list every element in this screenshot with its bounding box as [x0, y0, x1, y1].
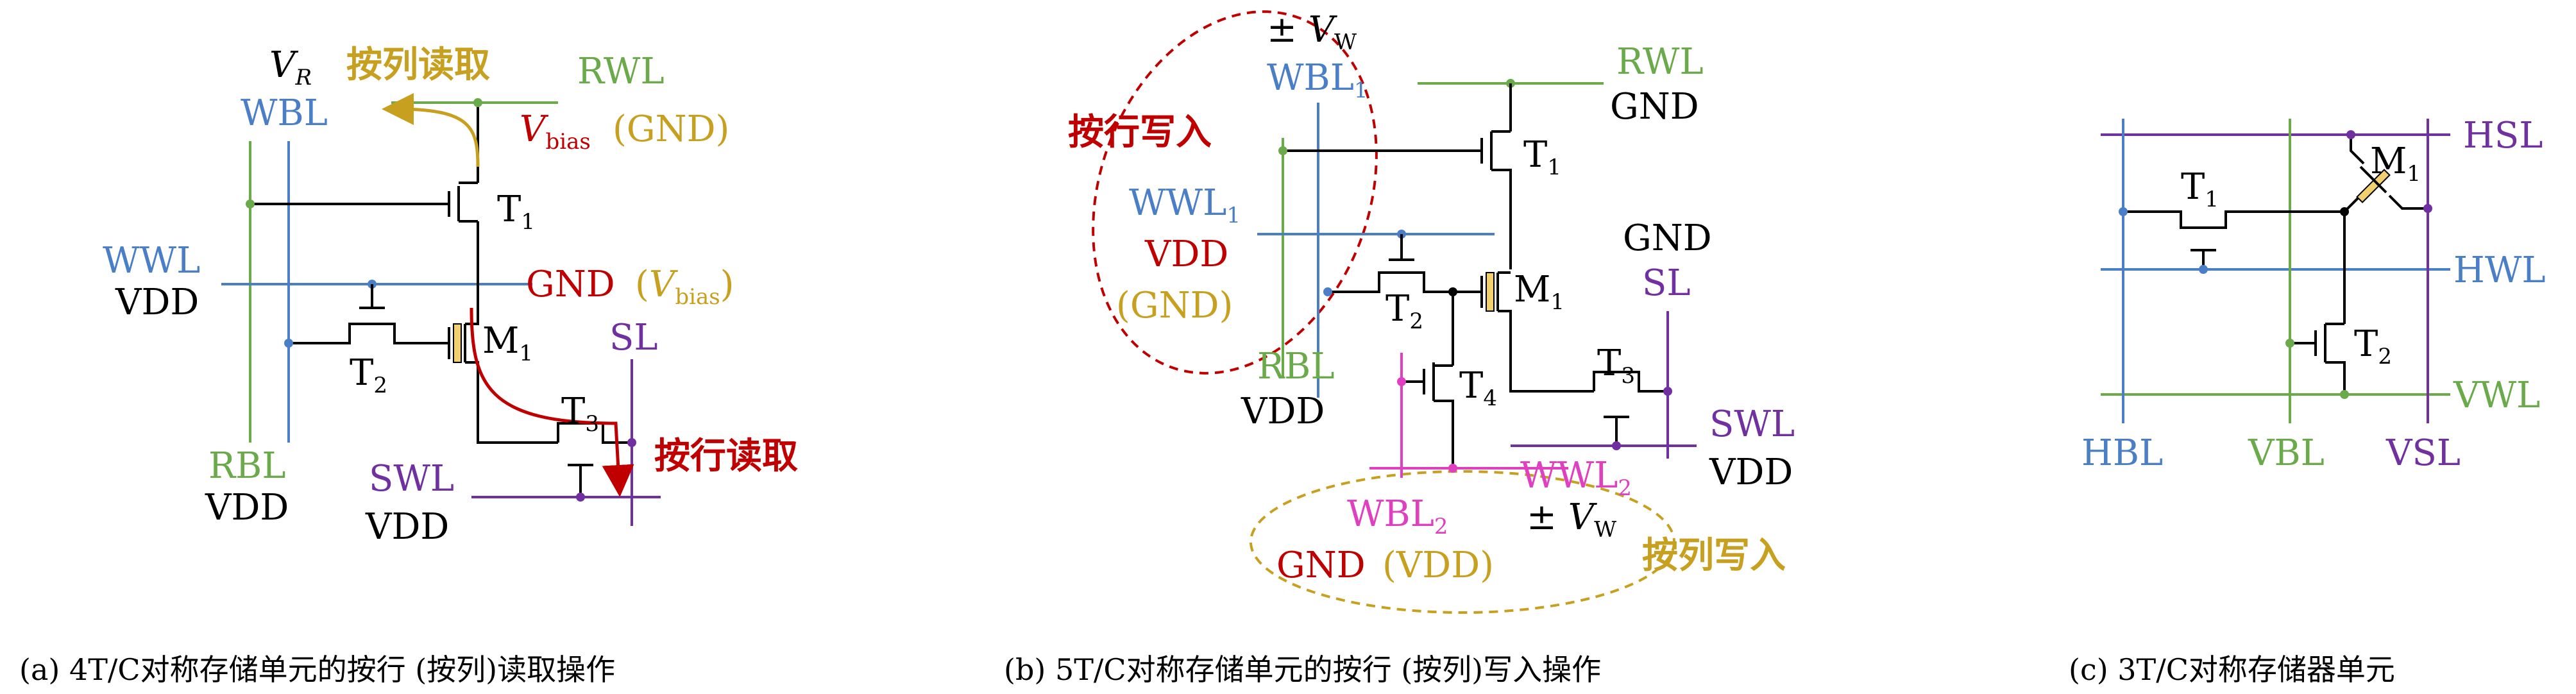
- rwl-node: [473, 98, 482, 107]
- wwl2-node: [1448, 464, 1457, 473]
- col-read-label: 按列读取: [346, 44, 490, 86]
- hwl-node: [2199, 265, 2208, 274]
- wbl1-label: WBL1: [1267, 57, 1368, 103]
- t2-channel-b: [1328, 271, 1482, 293]
- vbl-label: VBL: [2248, 432, 2325, 474]
- vbias-gnd-label: (GND): [613, 108, 729, 150]
- panel-b-circuit: [1092, 10, 1697, 614]
- row-read-label: 按行读取: [654, 436, 798, 477]
- t1-terminals-b: [1491, 130, 1512, 269]
- row-write-ellipse: [1092, 10, 1378, 375]
- panel-a-circuit: [221, 93, 661, 526]
- sl-label: SL: [609, 317, 658, 359]
- sl-node: [627, 438, 636, 447]
- pm-vw-label: ± VW: [1267, 9, 1357, 55]
- wwl-vdd-label: VDD: [115, 282, 199, 323]
- wbl2-label: WBL2: [1347, 493, 1448, 539]
- sl-label-b: SL: [1642, 262, 1691, 304]
- panel-c-labels: T1 M1 T2 HSL HWL VWL HBL VBL VSL: [2081, 115, 2546, 474]
- m1-terminals: [465, 321, 558, 444]
- swl-label-b: SWL: [1709, 403, 1795, 445]
- t2-terminals-c: [2325, 323, 2346, 394]
- vwl-node: [2340, 390, 2349, 399]
- wwl1-gnd-label: (GND): [1116, 285, 1233, 326]
- rbl-label: RBL: [208, 445, 286, 487]
- wwl2-label: WWL2: [1520, 455, 1632, 501]
- vbl-node: [2285, 339, 2294, 348]
- swl-label: SWL: [369, 458, 454, 500]
- t2-label: T2: [350, 352, 387, 398]
- wbl2-vdd-label: (VDD): [1382, 545, 1494, 586]
- sl-node-b: [1663, 387, 1672, 396]
- wbl1-node: [1323, 287, 1332, 296]
- panel-b-labels: ± VW WBL1 按行写入 WWL1 VDD (GND) RWL GND T1…: [1068, 9, 1795, 586]
- vbias-label: Vbias: [520, 108, 591, 155]
- t1-node-b: [1278, 146, 1287, 155]
- wwl-gnd-label: GND: [526, 264, 615, 305]
- wbl-label: WBL: [241, 92, 328, 134]
- t3-channel-b: [1593, 371, 1668, 393]
- col-write-label: 按列写入: [1642, 535, 1786, 577]
- t1-channel-c: [2123, 210, 2344, 229]
- t3-label: T3: [561, 391, 599, 437]
- m1-ferro-c: [2356, 169, 2391, 203]
- panel-c-circuit: [2101, 119, 2450, 423]
- swl-node: [576, 493, 585, 502]
- hbl-node: [2119, 207, 2128, 216]
- row-read-arrow: [470, 307, 634, 497]
- caption-c: (c) 3T/C对称存储器单元: [2069, 652, 2395, 687]
- col-read-arrow: [382, 93, 480, 167]
- rbl-vdd-label: VDD: [205, 487, 289, 529]
- wwl-label: WWL: [103, 240, 200, 282]
- hwl-label: HWL: [2453, 250, 2546, 291]
- m1-ferro-b: [1486, 272, 1495, 312]
- swl-vdd-label-b: VDD: [1709, 452, 1793, 493]
- t2-channel: [289, 323, 449, 344]
- rbl-vdd-label-b: VDD: [1241, 391, 1325, 432]
- rwl-label-b: RWL: [1616, 41, 1704, 83]
- vr-label: VR: [269, 44, 312, 90]
- t4-terminals-b: [1434, 364, 1454, 468]
- wwl1-vdd-label: VDD: [1144, 233, 1228, 275]
- sl-gnd-label-b: GND: [1623, 217, 1712, 259]
- t3-label-b: T3: [1597, 343, 1635, 389]
- swl-vdd-label: VDD: [365, 506, 449, 548]
- wbl-node: [284, 339, 293, 348]
- m1-terminals-c: [2350, 135, 2428, 210]
- vsl-node: [2423, 204, 2432, 213]
- panel-a-labels: VR 按列读取 RWL WBL Vbias (GND) T1 WWL VDD G…: [103, 44, 798, 548]
- t4-label-b: T4: [1459, 365, 1497, 411]
- vwl-label: VWL: [2453, 375, 2540, 416]
- m1-label-b: M1: [1514, 269, 1564, 315]
- wbl2-gnd-label: GND: [1276, 545, 1366, 586]
- wbl2-node: [1397, 377, 1406, 386]
- t2-label-c: T2: [2354, 323, 2392, 369]
- swl-node-b: [1612, 441, 1621, 450]
- t1-node: [246, 199, 255, 208]
- caption-a: (a) 4T/C对称存储单元的按行 (按列)读取操作: [19, 652, 615, 687]
- hsl-label: HSL: [2463, 115, 2543, 157]
- t1-label-b: T1: [1523, 134, 1561, 180]
- m1-label-c: M1: [2370, 140, 2421, 187]
- hsl-node: [2346, 130, 2355, 139]
- m1-label: M1: [482, 320, 533, 366]
- m1-ferro-layer: [453, 323, 462, 363]
- hbl-label: HBL: [2081, 432, 2163, 474]
- rwl-label: RWL: [577, 51, 665, 92]
- t1-label: T1: [497, 189, 535, 235]
- rwl-gnd-label-b: GND: [1610, 86, 1699, 128]
- vsl-label: VSL: [2385, 432, 2461, 474]
- pm-vw2-label: ± VW: [1527, 496, 1616, 543]
- wwl-vbias-label: (Vbias): [635, 264, 734, 310]
- t1-terminals: [459, 182, 478, 223]
- row-write-label: 按行写入: [1068, 112, 1212, 153]
- wwl1-label: WWL1: [1129, 182, 1241, 228]
- col-write-ellipse: [1250, 470, 1675, 614]
- caption-b: (b) 5T/C对称存储单元的按行 (按列)写入操作: [1004, 652, 1601, 687]
- t1-label-c: T1: [2181, 166, 2219, 212]
- m1-terminals-b: [1498, 271, 1594, 393]
- rbl-label-b: RBL: [1257, 346, 1335, 387]
- t2-label-b: T2: [1385, 288, 1423, 334]
